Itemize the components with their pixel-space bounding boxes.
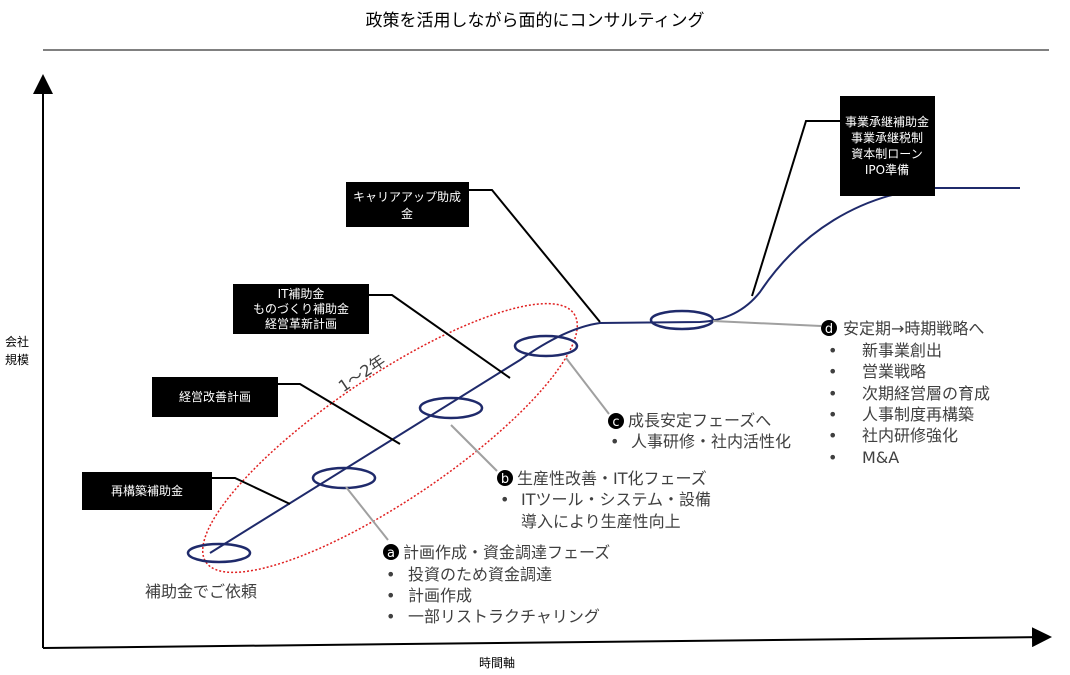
- connector-restructure: [212, 477, 291, 505]
- connector-succession: [751, 120, 840, 297]
- duration-ellipse: [201, 302, 579, 574]
- svg-text:キャリアアップ助成: キャリアアップ助成: [353, 190, 461, 204]
- svg-text:•: •: [828, 426, 837, 445]
- box-management-improvement: 経営改善計画: [152, 377, 278, 417]
- marker-d-icon: [821, 320, 837, 336]
- phase-a-title: 計画作成・資金調達フェーズ: [403, 543, 610, 562]
- svg-text:事業承継税制: 事業承継税制: [851, 130, 923, 145]
- phase-d-title: 安定期→時期戦略へ: [843, 319, 984, 338]
- x-axis: [42, 627, 1052, 649]
- svg-text:a: a: [387, 546, 395, 561]
- svg-text:事業承継補助金: 事業承継補助金: [845, 114, 929, 129]
- svg-text:•: •: [828, 384, 837, 403]
- page-title: 政策を活用しながら面的にコンサルティング: [366, 11, 705, 31]
- svg-text:経営改善計画: 経営改善計画: [179, 389, 251, 404]
- svg-text:•: •: [828, 362, 837, 381]
- svg-text:b: b: [501, 472, 509, 487]
- svg-text:•: •: [828, 448, 837, 467]
- phase-d: d 安定期→時期戦略へ • 新事業創出 • 営業戦略 • 次期経営層の育成 • …: [821, 319, 990, 467]
- svg-text:計画作成: 計画作成: [408, 586, 472, 605]
- svg-text:新事業創出: 新事業創出: [862, 341, 942, 360]
- svg-text:•: •: [386, 586, 395, 605]
- svg-text:金: 金: [401, 206, 413, 221]
- svg-text:•: •: [500, 490, 509, 509]
- svg-text:c: c: [612, 415, 619, 430]
- milestone-start: [186, 542, 252, 564]
- milestone-d: [649, 309, 715, 331]
- marker-a-icon: [383, 544, 399, 560]
- phase-c: c 成長安定フェーズへ • 人事研修・社内活性化: [608, 411, 791, 451]
- leader-c: [565, 357, 610, 415]
- svg-text:投資のため資金調達: 投資のため資金調達: [408, 565, 552, 584]
- x-axis-label: 時間軸: [479, 656, 515, 670]
- svg-text:•: •: [386, 607, 395, 626]
- box-career-up: キャリアアップ助成 金: [346, 182, 469, 227]
- svg-text:次期経営層の育成: 次期経営層の育成: [862, 384, 990, 403]
- y-axis-label-1: 会社: [5, 334, 29, 349]
- connector-improvement: [278, 383, 401, 445]
- svg-text:•: •: [610, 432, 619, 451]
- leader-d: [712, 320, 822, 327]
- phase-c-title: 成長安定フェーズへ: [628, 411, 771, 430]
- leader-b: [450, 424, 498, 472]
- connector-career: [469, 189, 601, 323]
- svg-text:d: d: [825, 322, 833, 337]
- leader-a: [345, 486, 389, 541]
- svg-text:IT補助金: IT補助金: [278, 286, 325, 301]
- svg-text:導入により生産性向上: 導入により生産性向上: [521, 512, 681, 531]
- svg-text:社内研修強化: 社内研修強化: [862, 426, 958, 445]
- milestone-c: [513, 334, 579, 358]
- svg-text:営業戦略: 営業戦略: [862, 362, 926, 381]
- start-label: 補助金でご依頼: [145, 582, 257, 601]
- svg-text:•: •: [828, 405, 837, 424]
- box-restructure-subsidy: 再構築補助金: [82, 472, 212, 510]
- duration-label: 1〜2年: [335, 351, 389, 396]
- phase-a: a 計画作成・資金調達フェーズ • 投資のため資金調達 • 計画作成 • 一部リ…: [383, 543, 610, 626]
- y-axis-label-2: 規模: [5, 352, 29, 367]
- connector-it: [369, 294, 511, 379]
- svg-text:•: •: [386, 565, 395, 584]
- svg-text:•: •: [828, 341, 837, 360]
- svg-text:IPO準備: IPO準備: [865, 162, 909, 177]
- svg-text:一部リストラクチャリング: 一部リストラクチャリング: [408, 607, 600, 626]
- svg-text:ITツール・システム・設備: ITツール・システム・設備: [521, 490, 711, 509]
- phase-b-title: 生産性改善・IT化フェーズ: [517, 469, 707, 488]
- box-it-subsidy: IT補助金 ものづくり補助金 経営革新計画: [233, 284, 369, 334]
- svg-text:再構築補助金: 再構築補助金: [111, 483, 183, 498]
- box-business-succession: 事業承継補助金 事業承継税制 資本制ローン IPO準備: [840, 96, 935, 196]
- phase-b: b 生産性改善・IT化フェーズ • ITツール・システム・設備 導入により生産性…: [497, 469, 711, 531]
- marker-c-icon: [608, 413, 624, 429]
- milestone-a: [311, 466, 377, 490]
- svg-text:資本制ローン: 資本制ローン: [851, 147, 922, 161]
- svg-text:人事制度再構築: 人事制度再構築: [862, 405, 974, 424]
- svg-text:ものづくり補助金: ものづくり補助金: [253, 301, 349, 316]
- svg-text:経営革新計画: 経営革新計画: [265, 316, 337, 331]
- milestone-b: [418, 396, 484, 420]
- svg-text:M&A: M&A: [862, 448, 899, 467]
- marker-b-icon: [497, 470, 513, 486]
- growth-curve: [209, 187, 1020, 554]
- svg-text:人事研修・社内活性化: 人事研修・社内活性化: [631, 432, 791, 451]
